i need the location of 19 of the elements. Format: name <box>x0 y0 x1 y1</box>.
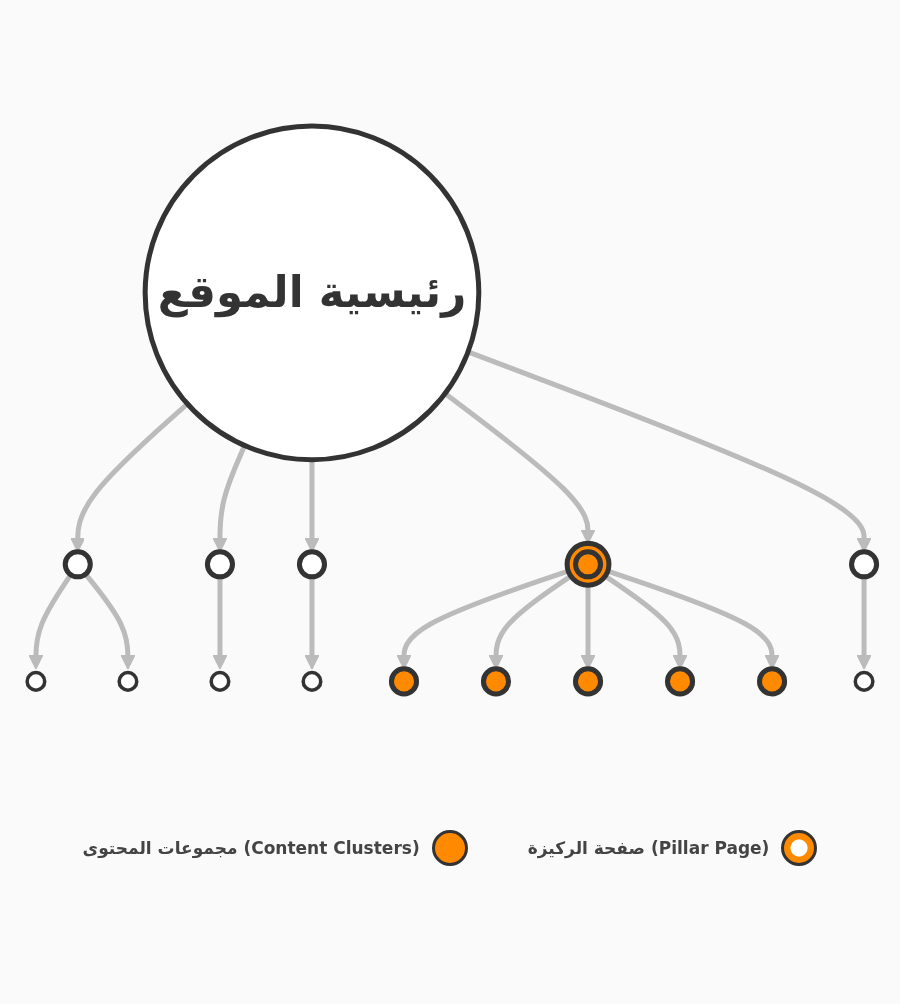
node-circle <box>25 670 47 692</box>
node-circle <box>480 666 512 697</box>
legend-label: صفحة الركيزة (Pillar Page) <box>527 838 770 858</box>
node-circle <box>117 670 139 692</box>
node-circle <box>209 670 231 692</box>
node-circle <box>204 549 235 580</box>
node-circle <box>564 540 612 588</box>
node-circle <box>757 666 788 697</box>
node-circle <box>388 666 420 697</box>
node-circle: رئيسية الموقع <box>142 123 482 463</box>
legend-label: مجموعات المحتوى (Content Clusters) <box>82 838 420 858</box>
node-circle <box>572 666 604 697</box>
node-circle <box>296 549 328 580</box>
arrow <box>28 573 73 670</box>
node-circle <box>665 666 696 697</box>
node-circle <box>853 670 875 692</box>
node-circle <box>62 549 93 580</box>
node-circle <box>301 670 323 692</box>
node-circle <box>849 549 880 580</box>
